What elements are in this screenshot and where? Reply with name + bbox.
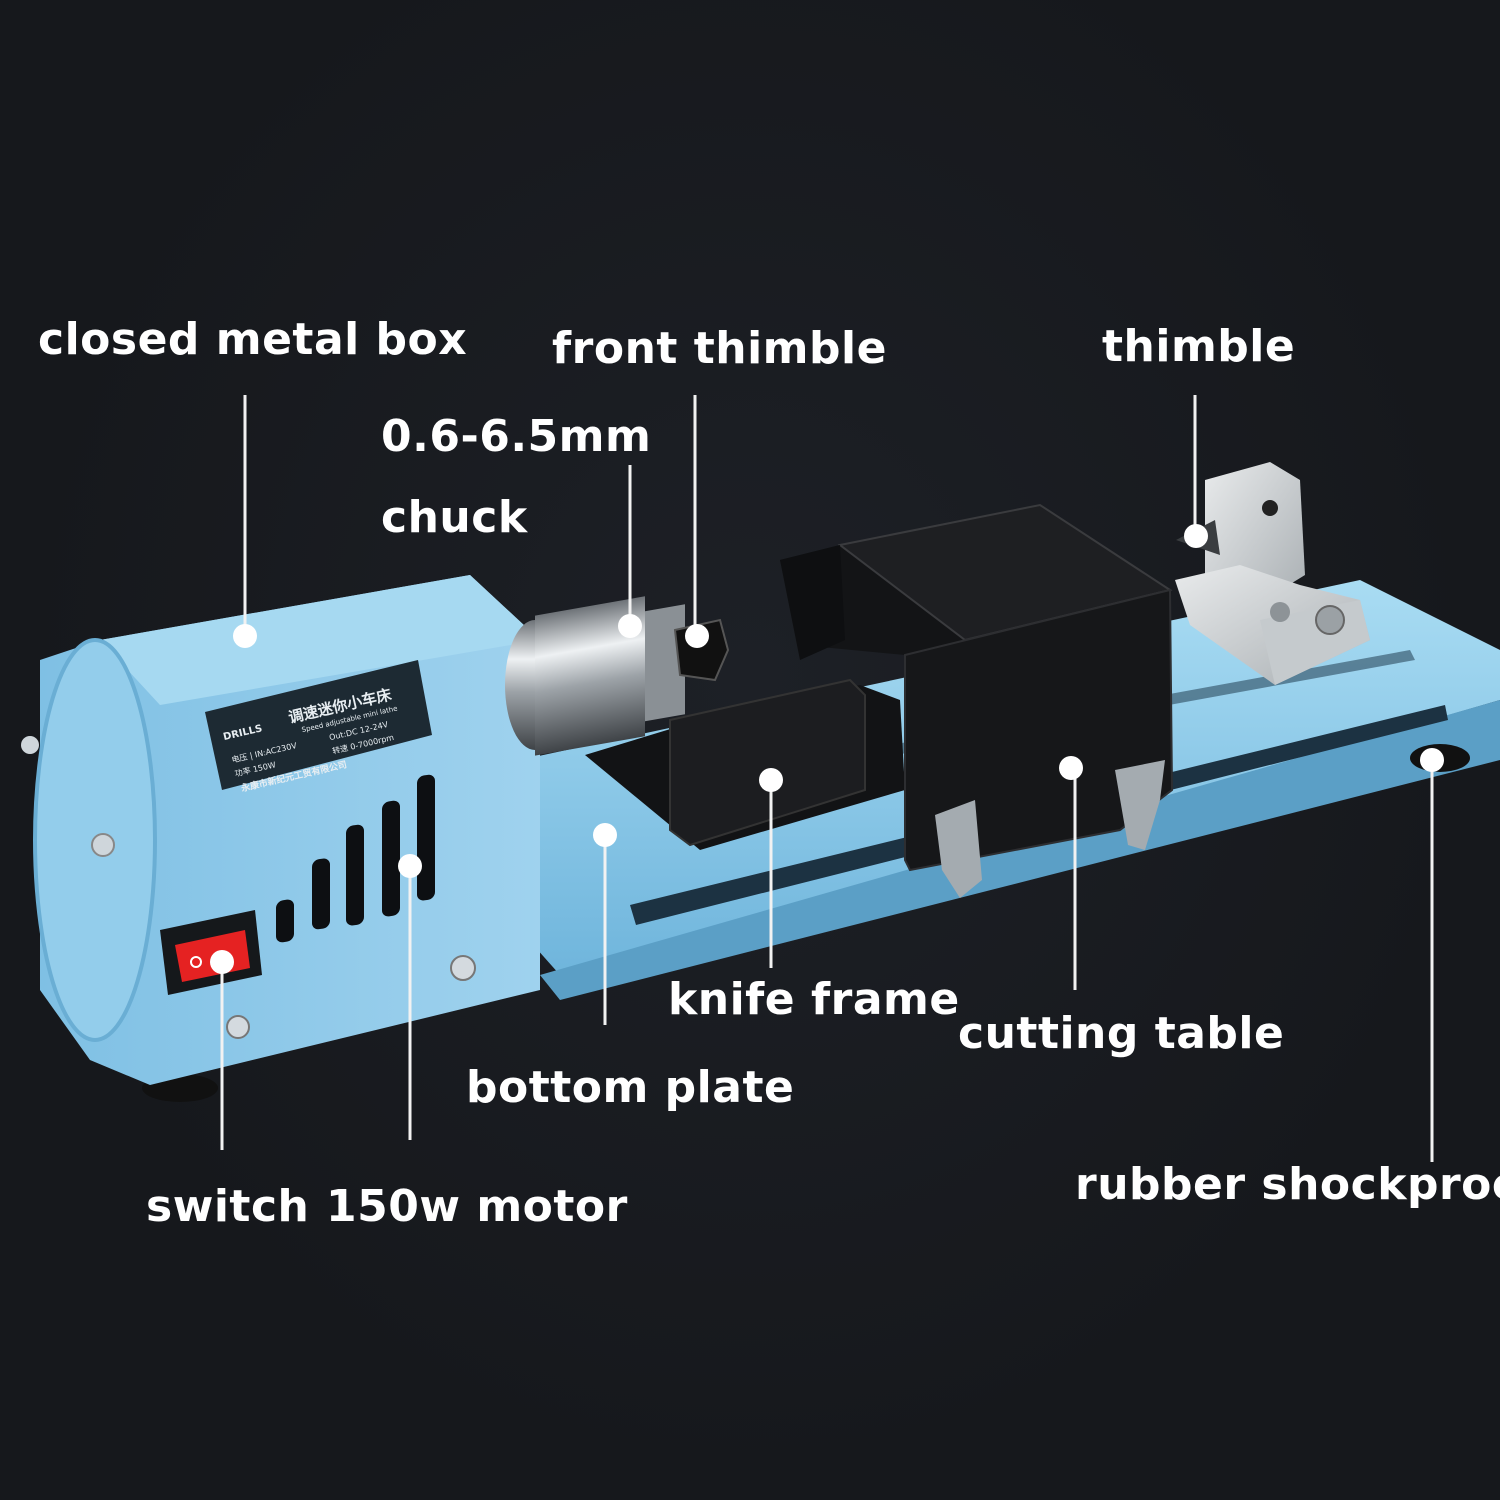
label-closed-metal-box: closed metal box [38, 314, 468, 365]
cutting-table [780, 503, 1174, 898]
label-chuck: chuck [381, 492, 528, 543]
label-switch: switch [146, 1181, 310, 1232]
dot-knife-frame [759, 768, 783, 792]
motor-housing [21, 575, 540, 1085]
label-cutting-table: cutting table [958, 1008, 1285, 1059]
dot-thimble [1184, 524, 1208, 548]
label-front-thimble: front thimble [552, 323, 887, 374]
dot-chuck [618, 614, 642, 638]
label-motor: 150w motor [326, 1181, 628, 1232]
pointer-dots [210, 524, 1444, 974]
knife-frame [585, 678, 905, 850]
label-rubber-shockproof: rubber shockproof [1075, 1159, 1500, 1210]
dot-bottom-plate [593, 823, 617, 847]
tailstock [1175, 462, 1370, 685]
label-bottom-plate: bottom plate [466, 1062, 795, 1113]
drill-chuck [505, 596, 685, 756]
dot-cutting-table [1059, 756, 1083, 780]
label-chuck-size: 0.6-6.5mm [381, 411, 652, 462]
nameplate [205, 660, 432, 790]
label-thimble: thimble [1102, 321, 1296, 372]
motor-vents [276, 774, 435, 943]
dot-rubber-shockproof [1420, 748, 1444, 772]
leader-lines [220, 395, 1434, 1162]
label-knife-frame: knife frame [668, 974, 960, 1025]
dot-switch [210, 950, 234, 974]
dot-closed-metal-box [233, 624, 257, 648]
dot-motor [398, 854, 422, 878]
dot-front-thimble [685, 624, 709, 648]
